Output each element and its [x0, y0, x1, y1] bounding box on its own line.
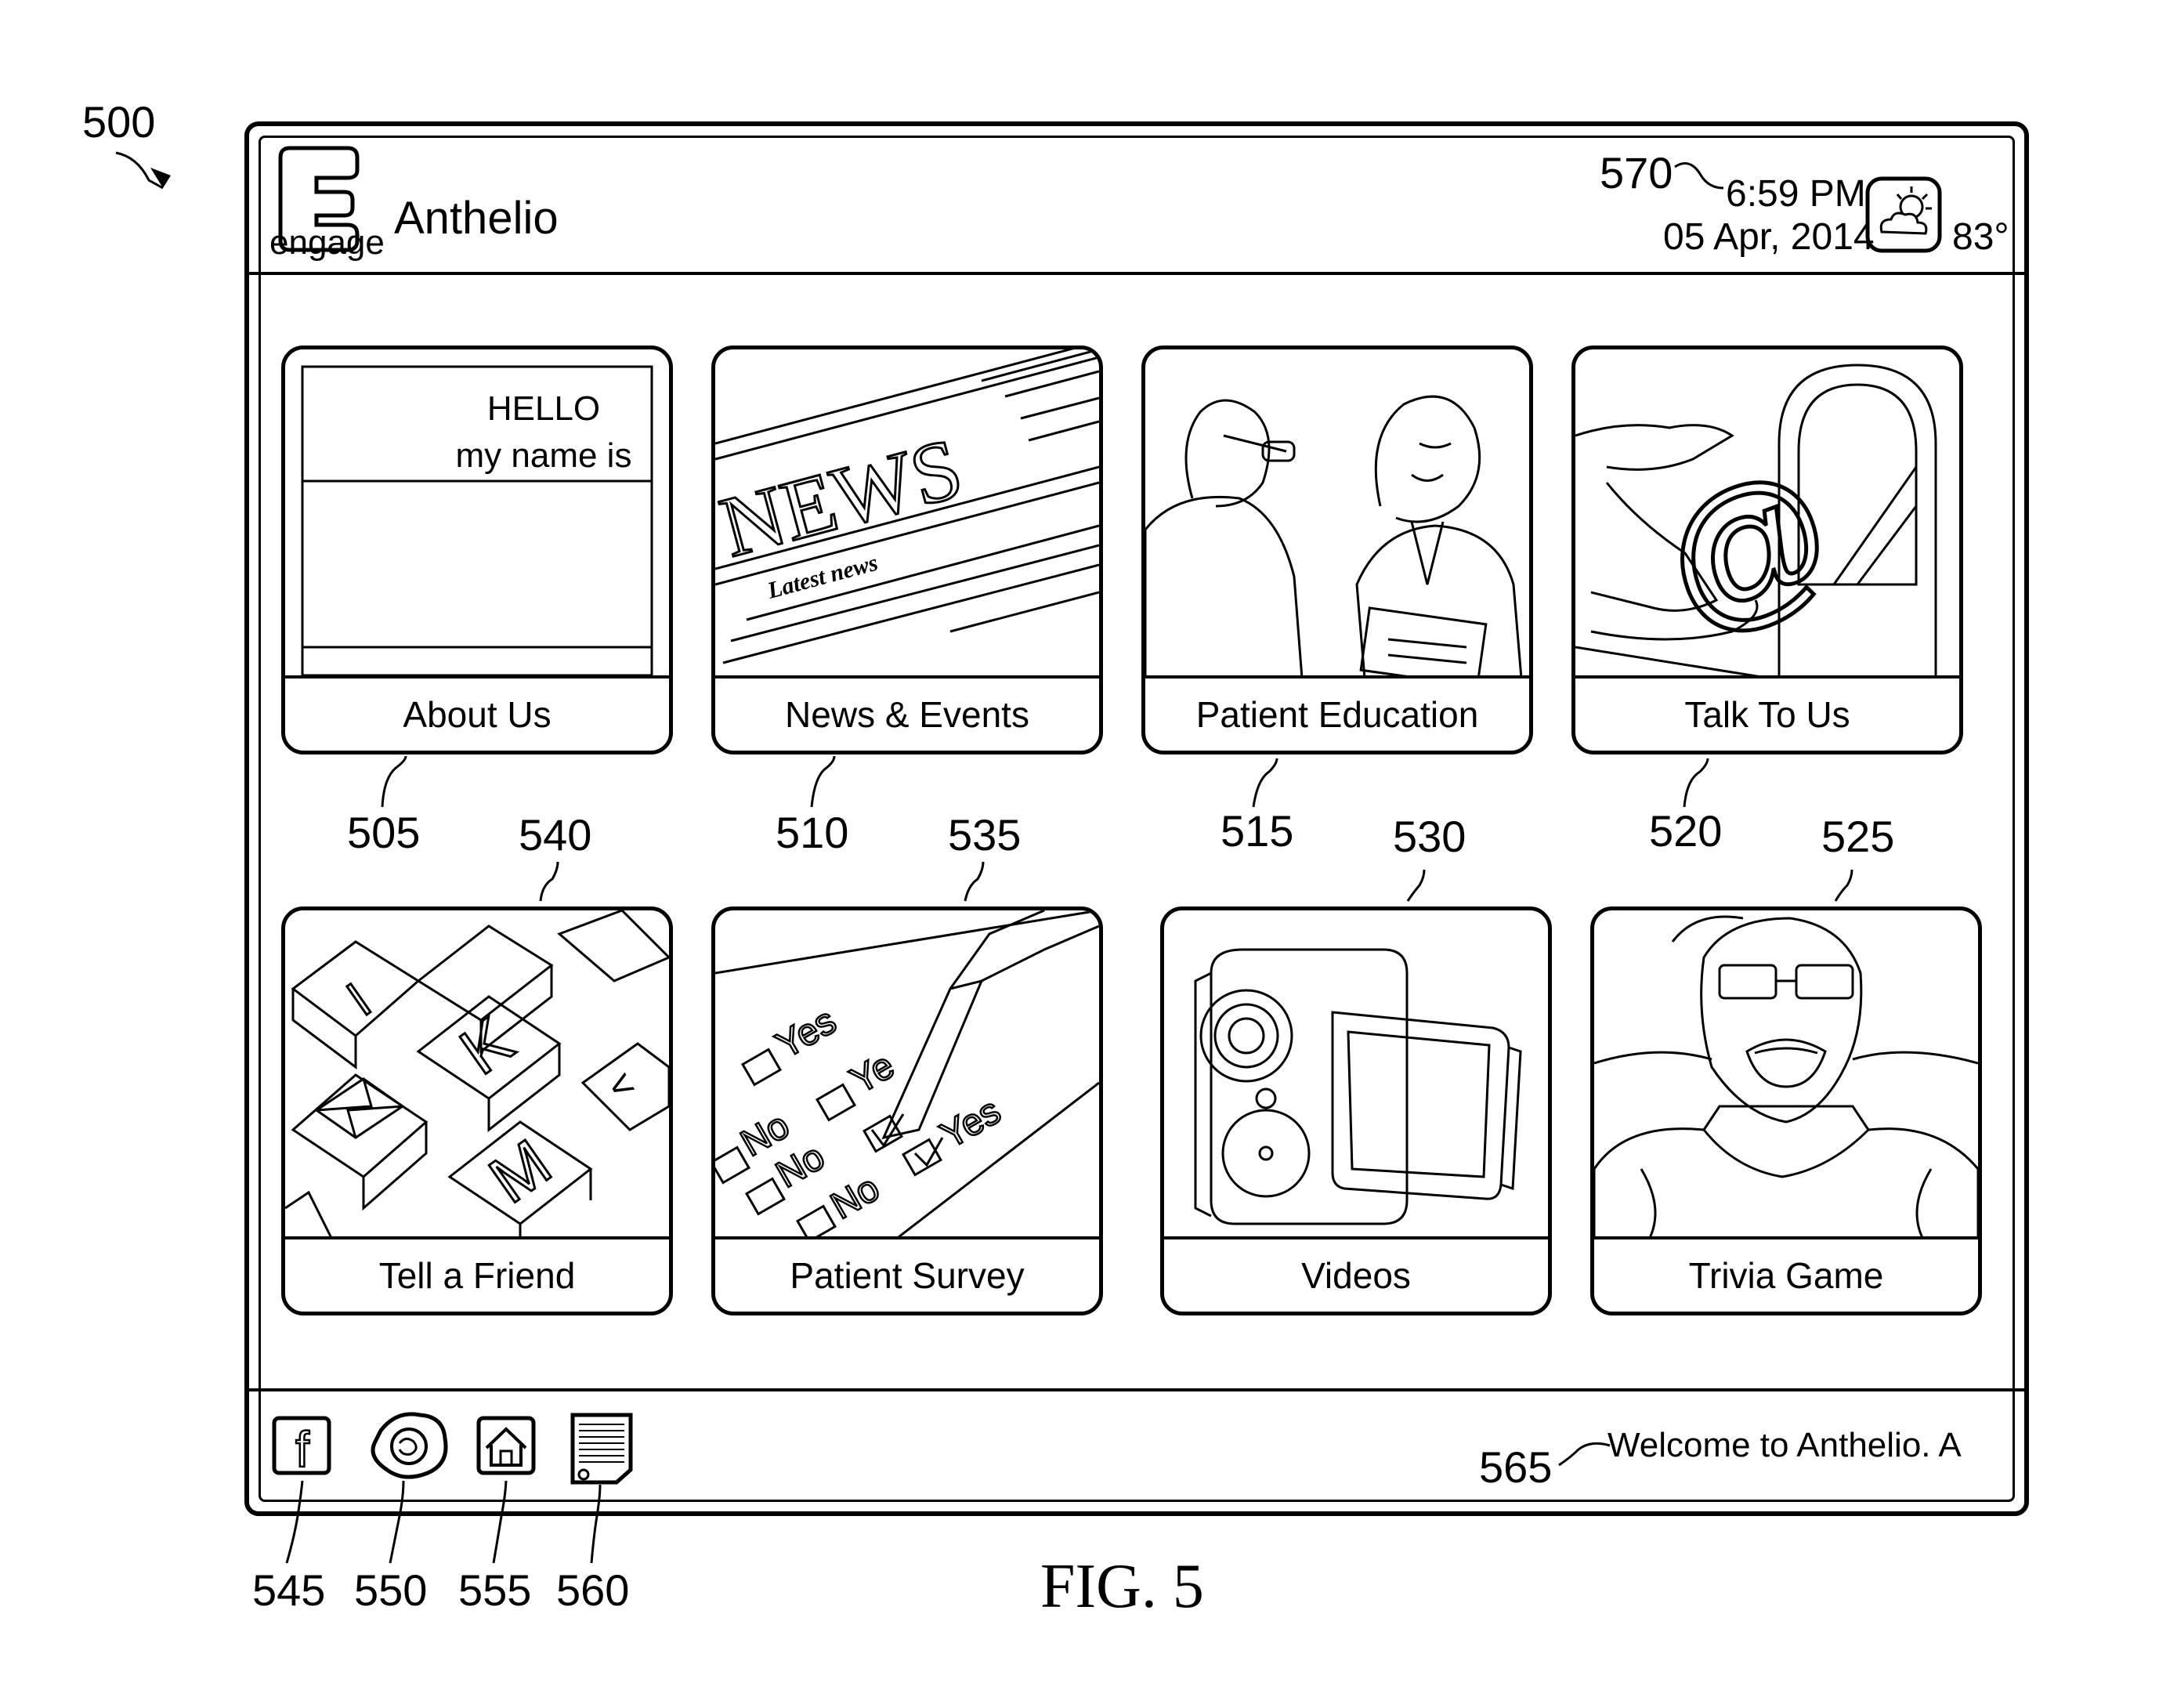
- leader-520: [1684, 758, 1708, 807]
- leader-505: [382, 756, 406, 807]
- leader-510: [812, 756, 834, 807]
- leader-545: [287, 1481, 302, 1563]
- leader-530: [1408, 870, 1424, 901]
- leader-535: [965, 862, 983, 901]
- leader-570: [1675, 164, 1723, 188]
- leader-515: [1253, 758, 1277, 807]
- leader-525: [1835, 870, 1852, 901]
- leader-540: [541, 862, 558, 901]
- leader-555: [494, 1481, 506, 1563]
- leader-565: [1559, 1443, 1610, 1465]
- arrowhead-500: [150, 168, 171, 188]
- leader-550: [390, 1481, 403, 1563]
- leader-560: [591, 1485, 600, 1563]
